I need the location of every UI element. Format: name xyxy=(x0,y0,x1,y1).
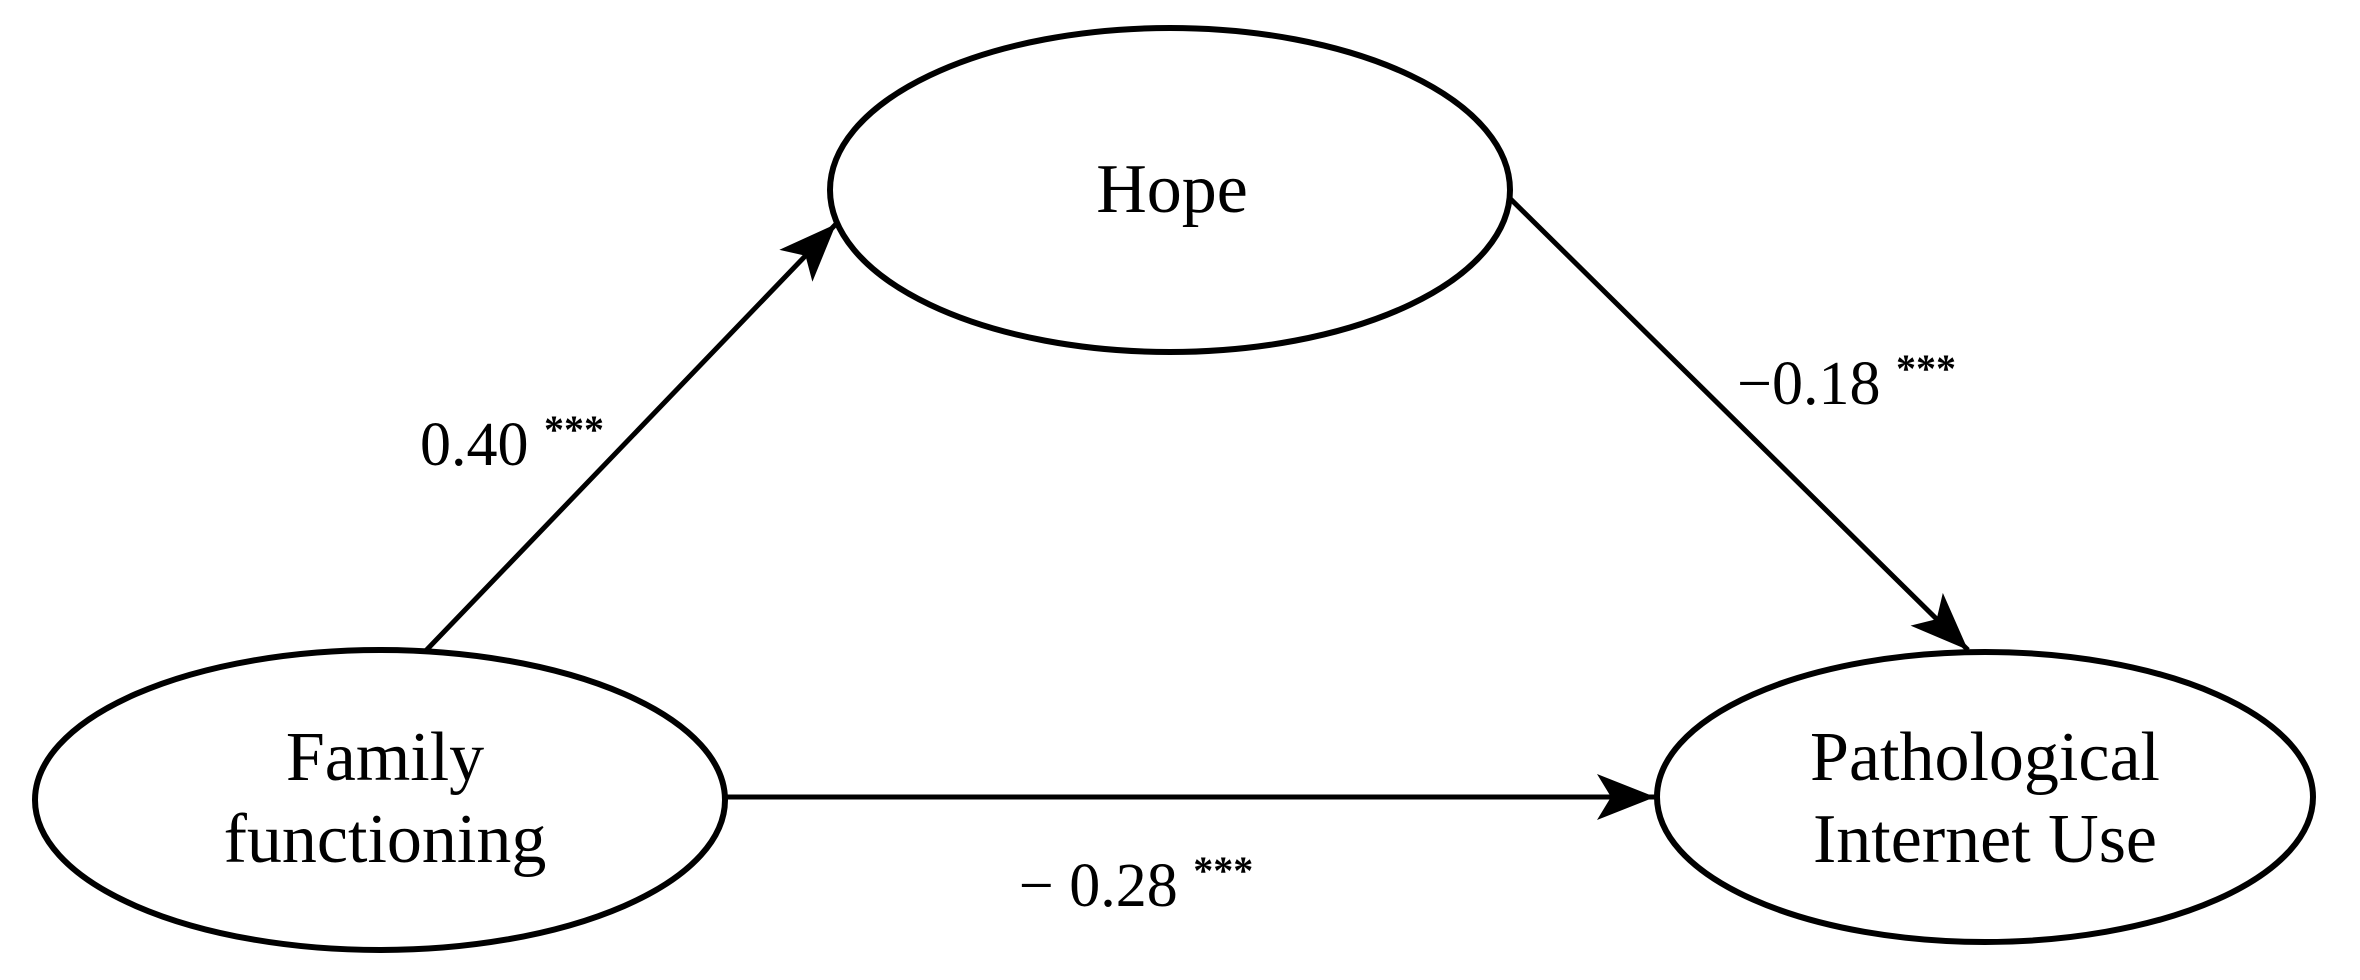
coefficient-value: −0.18 xyxy=(1737,350,1880,418)
coefficient-value: − 0.28 xyxy=(1019,852,1178,920)
coefficient-family-to-hope: 0.40 *** xyxy=(420,407,604,479)
pathological-internet-use-node-label: Pathological Internet Use xyxy=(1810,719,2160,878)
hope-node-shape xyxy=(827,25,1513,355)
family-functioning-node-label: Family functioning xyxy=(224,719,547,878)
family-label-line2: functioning xyxy=(224,801,547,878)
significance-stars: *** xyxy=(544,407,604,452)
significance-stars: *** xyxy=(1896,346,1956,391)
coefficient-value: 0.40 xyxy=(420,411,529,479)
family-label-line1: Family xyxy=(286,719,484,796)
family-functioning-node-shape xyxy=(32,647,728,953)
piu-label-line2: Internet Use xyxy=(1813,801,2157,878)
coefficient-hope-to-piu: −0.18 *** xyxy=(1737,346,1956,418)
piu-label-line1: Pathological xyxy=(1810,719,2160,796)
node-labels-group: Hope Family functioning Pathological Int… xyxy=(224,151,2160,878)
nodes-group xyxy=(32,25,2316,953)
significance-stars: *** xyxy=(1193,848,1253,893)
coefficient-family-to-piu: − 0.28 *** xyxy=(1019,848,1253,920)
hope-node-label: Hope xyxy=(1096,151,1248,228)
edge-labels-group: 0.40 *** −0.18 *** − 0.28 *** xyxy=(420,346,1956,920)
pathological-internet-use-node-shape xyxy=(1654,649,2316,945)
